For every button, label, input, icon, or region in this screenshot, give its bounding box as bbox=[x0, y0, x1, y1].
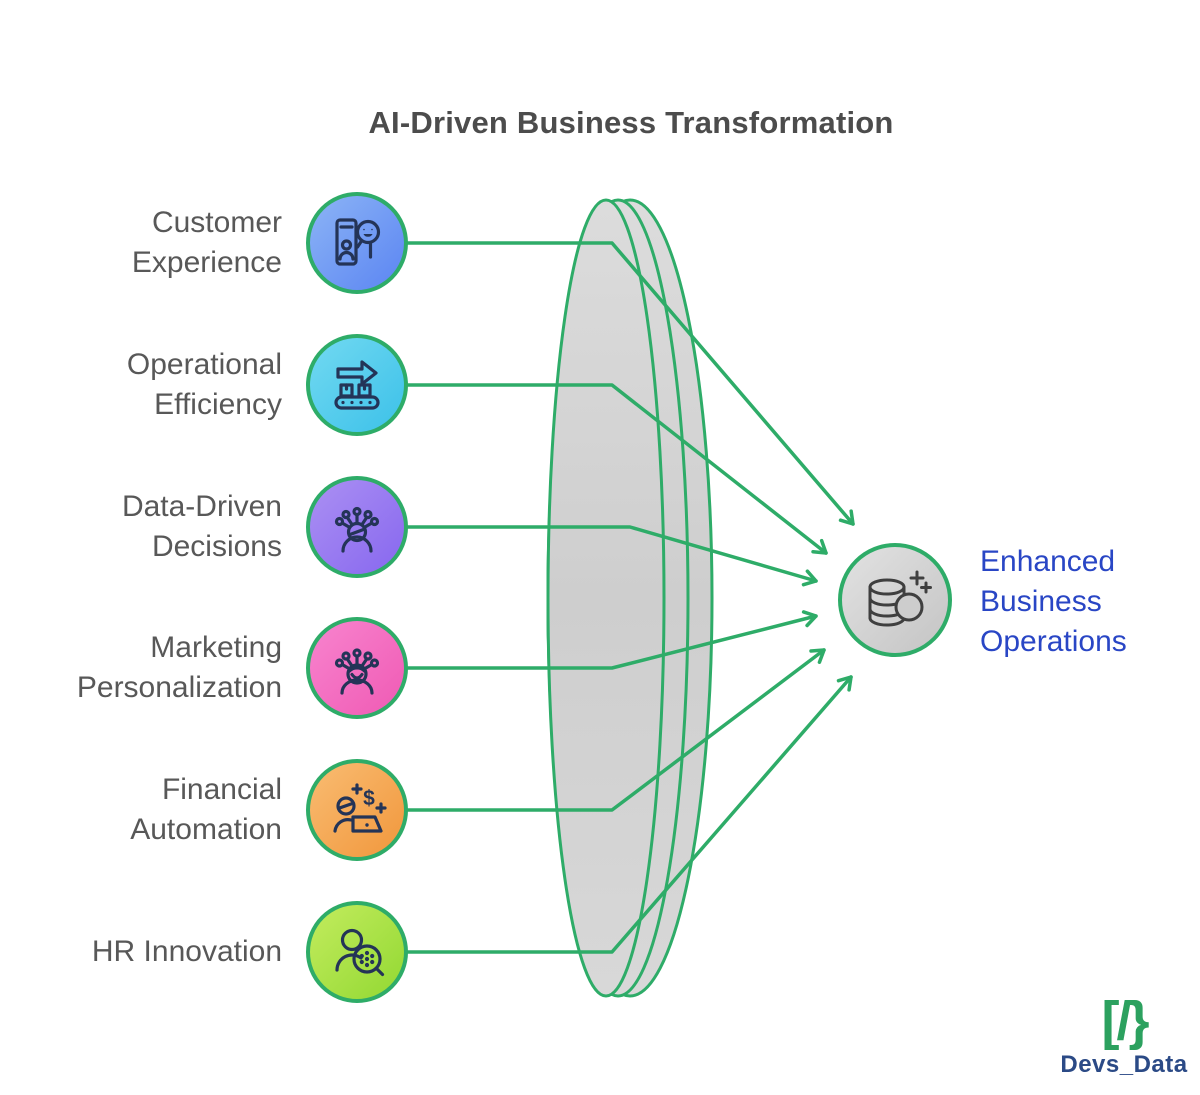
label-customer-experience: Customer Experience bbox=[131, 206, 282, 279]
connector-marketing-personalization bbox=[406, 610, 818, 670]
page-title: AI-Driven Business Transformation bbox=[368, 104, 894, 140]
brand-logo: [/} Devs_Data bbox=[1048, 990, 1200, 1078]
circle-marketing-personalization bbox=[306, 617, 408, 719]
lens-front-rim bbox=[546, 198, 666, 998]
label-marketing-personalization: Marketing Personalization bbox=[76, 631, 282, 704]
label-data-driven-decisions: Data-Driven Decisions bbox=[121, 490, 282, 563]
circle-hr-innovation bbox=[306, 901, 408, 1003]
brand-name: Devs_Data bbox=[1060, 1051, 1188, 1078]
brand-code-bracket-icon: [/} bbox=[1101, 991, 1150, 1051]
label-financial-automation: Financial Automation bbox=[130, 773, 282, 846]
label-hr-innovation: HR Innovation bbox=[91, 935, 282, 968]
connector-customer-experience bbox=[406, 241, 855, 526]
circle-customer-experience bbox=[306, 192, 408, 294]
financial-automation-icon: $ bbox=[333, 783, 387, 833]
label-enhanced-business-operations: Enhanced Business Operations bbox=[980, 545, 1127, 658]
circle-data-driven-decisions bbox=[306, 476, 408, 578]
label-operational-efficiency: Operational Efficiency bbox=[126, 348, 282, 421]
circle-financial-automation: $ bbox=[306, 759, 408, 861]
funnel-lens bbox=[546, 198, 714, 998]
database-sparkle-icon bbox=[868, 570, 932, 627]
data-driven-decisions-icon bbox=[334, 506, 380, 553]
svg-text:$: $ bbox=[363, 787, 375, 810]
circle-operational-efficiency bbox=[306, 334, 408, 436]
operational-efficiency-icon bbox=[334, 360, 380, 410]
connector-data-driven-decisions bbox=[406, 525, 818, 587]
marketing-personalization-icon bbox=[334, 648, 380, 695]
connector-operational-efficiency bbox=[406, 383, 828, 555]
connector-hr-innovation bbox=[406, 675, 853, 954]
customer-experience-icon bbox=[335, 218, 381, 266]
hr-innovation-icon bbox=[335, 928, 385, 977]
connector-financial-automation bbox=[406, 648, 826, 812]
circle-enhanced-business-operations bbox=[838, 543, 952, 657]
connector-lines bbox=[406, 241, 855, 954]
